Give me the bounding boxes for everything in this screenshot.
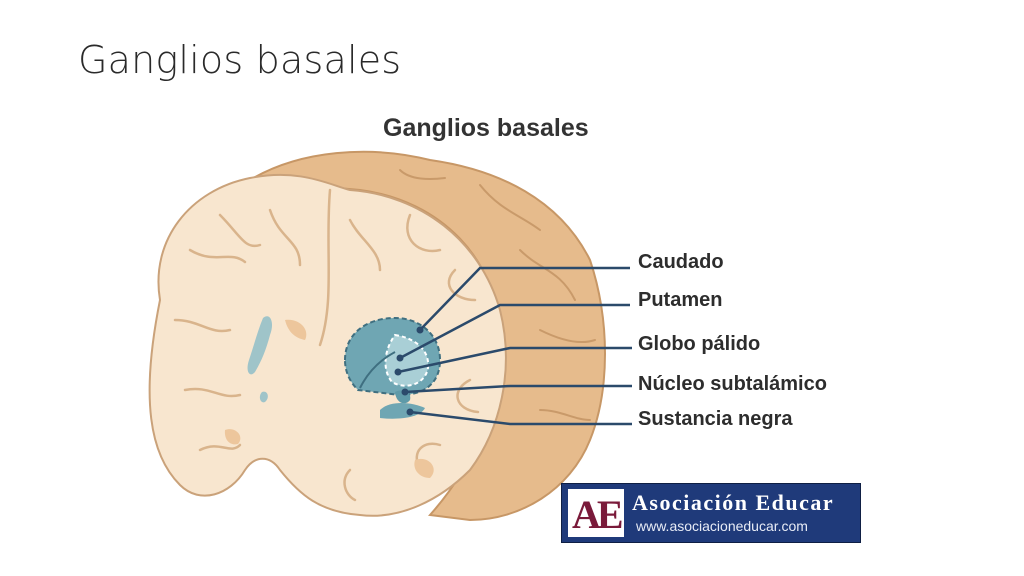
left-orange-patch (285, 319, 307, 340)
label-sustancia-negra: Sustancia negra (638, 408, 793, 430)
label-caudado: Caudado (638, 251, 724, 273)
leader-dots (394, 326, 424, 416)
dark-stripe (359, 351, 396, 389)
label-globo-palido: Globo pálido (638, 333, 760, 355)
substantia-nigra (380, 403, 425, 419)
logo-mark-text: AE (572, 492, 624, 537)
left-small-structure (259, 391, 268, 403)
logo-mark: AE (568, 489, 624, 537)
brain-section (148, 173, 507, 517)
logo-url: www.asociacioneducar.com (636, 518, 808, 534)
asociacion-educar-logo: AE Asociación Educar www.asociacioneduca… (561, 483, 861, 543)
brain-folds (173, 188, 480, 502)
leader-lines (397, 266, 632, 426)
logo-name: Asociación Educar (632, 490, 835, 515)
left-ventricle (247, 316, 273, 375)
slide-title: Ganglios basales (78, 38, 402, 82)
label-putamen: Putamen (638, 289, 722, 311)
right-orange-patch (414, 458, 434, 478)
cut-folds (399, 169, 596, 421)
lower-orange-patch (224, 429, 241, 445)
figure-title: Ganglios basales (383, 114, 589, 142)
label-nucleo-subtalamico: Núcleo subtalámico (638, 373, 827, 395)
